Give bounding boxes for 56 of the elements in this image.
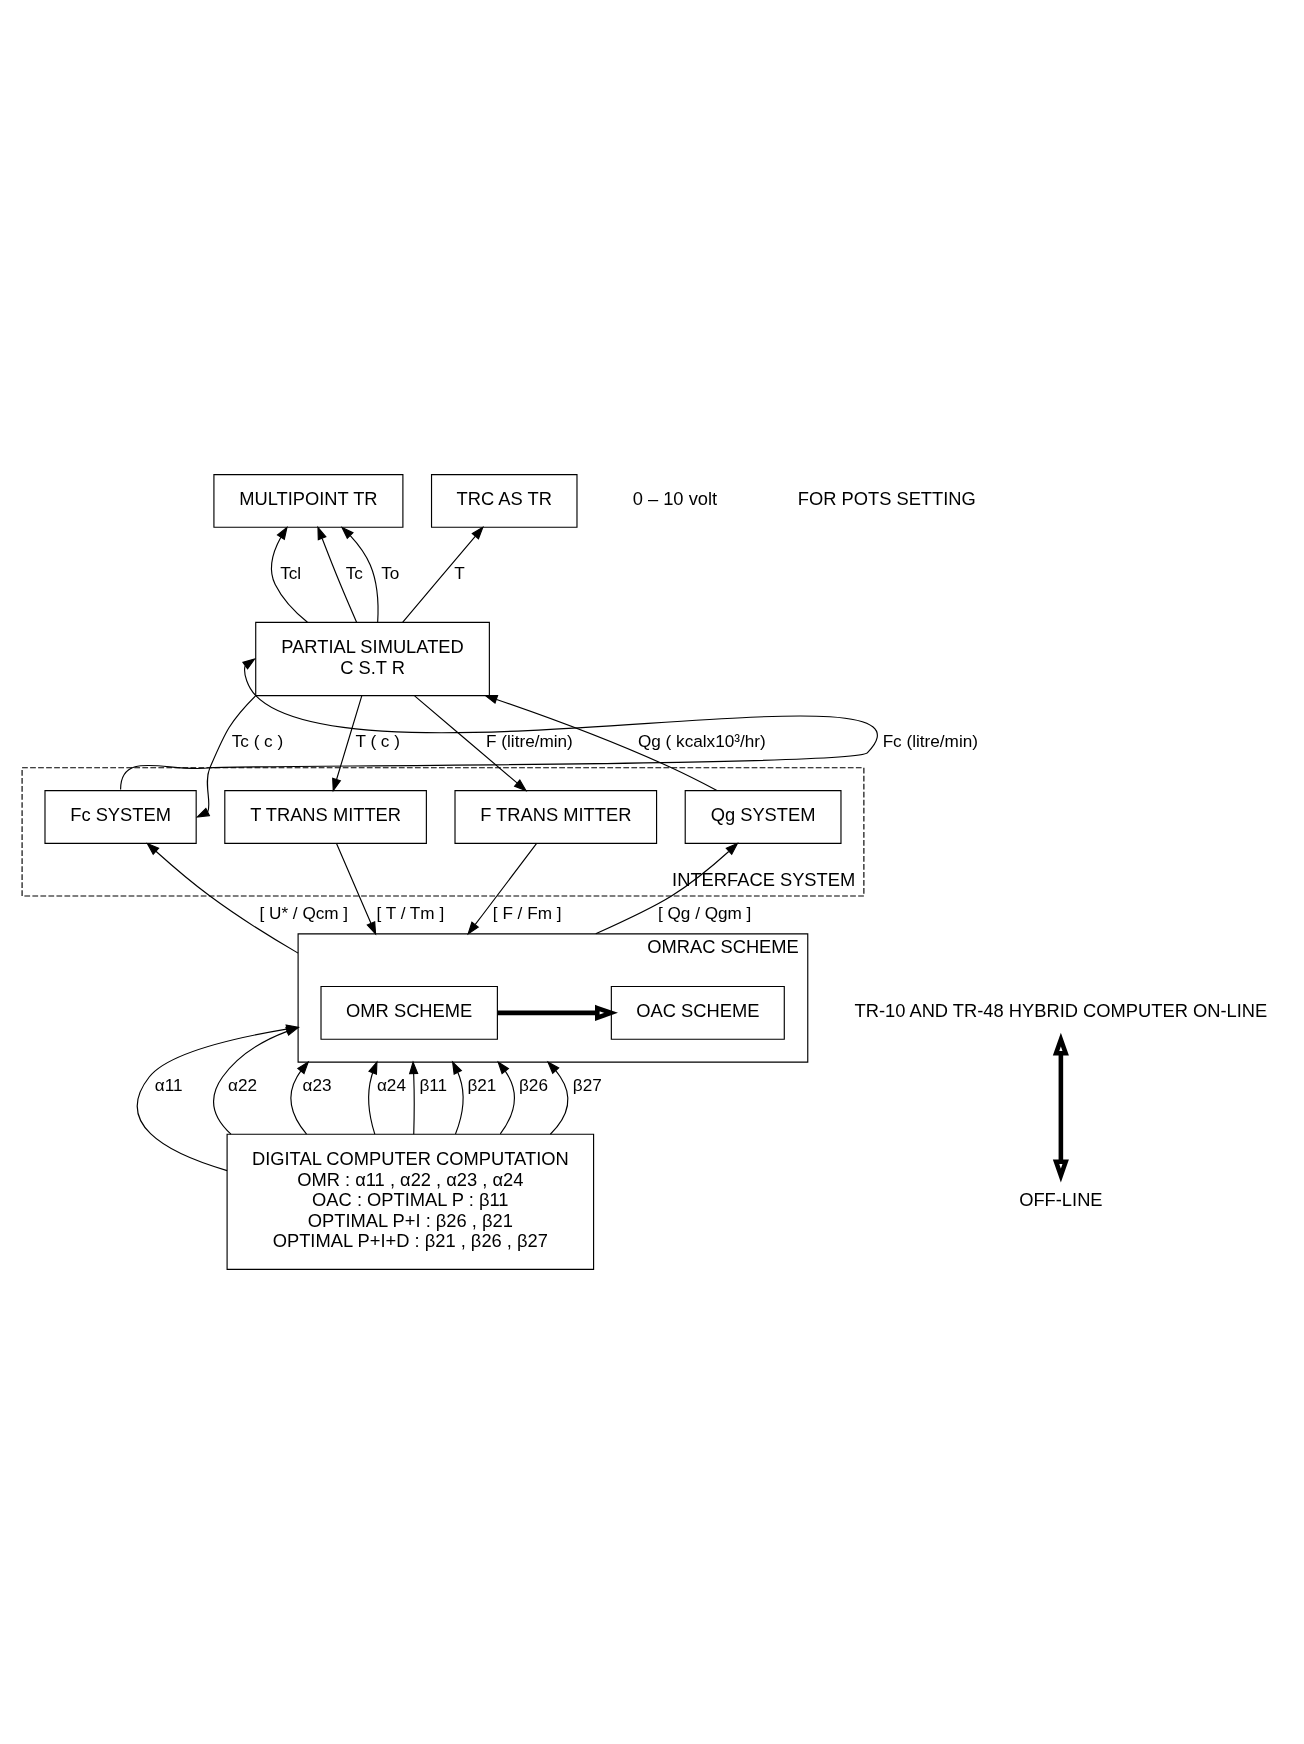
edge-label: T ( c ) xyxy=(355,731,400,752)
arrow xyxy=(332,695,363,793)
edge-label: [ Qg / Qgm ] xyxy=(657,902,752,923)
edge-label: α22 xyxy=(228,1074,258,1095)
node-text: TR-10 AND TR-48 HYBRID COMPUTER ON-LINE xyxy=(854,1000,1268,1022)
edge-label: β27 xyxy=(572,1074,602,1095)
edge-label: T xyxy=(454,562,465,583)
node-box: T TRANS MITTER xyxy=(224,790,427,844)
arrow xyxy=(195,695,257,818)
node-box: PARTIAL SIMULATED C S.T R xyxy=(255,621,490,697)
node-box: OMR SCHEME xyxy=(320,985,498,1040)
edge-label: F (litre/min) xyxy=(486,731,573,752)
label: FOR POTS SETTING xyxy=(797,488,976,510)
arrow xyxy=(595,842,739,935)
arrow xyxy=(340,526,379,623)
node-box: F TRANS MITTER xyxy=(454,790,658,844)
arrow xyxy=(546,1060,569,1135)
arrow xyxy=(335,842,377,936)
edge-label: Fc (litre/min) xyxy=(882,731,978,752)
edge-label: To xyxy=(381,562,400,583)
arrow xyxy=(451,1060,464,1135)
arrow xyxy=(1052,1032,1069,1183)
arrow xyxy=(483,694,718,792)
label: 0 – 10 volt xyxy=(632,488,718,510)
edge-label: β26 xyxy=(518,1074,548,1095)
edge-label: α24 xyxy=(376,1074,406,1095)
arrow xyxy=(402,526,484,623)
arrow xyxy=(408,1060,419,1135)
arrow xyxy=(270,525,309,623)
arrow xyxy=(146,842,299,954)
node-box: OAC SCHEME xyxy=(610,985,785,1040)
edge-label: Tc xyxy=(345,562,363,583)
arrow xyxy=(368,1060,378,1135)
node-box: Qg SYSTEM xyxy=(684,790,842,844)
edge-label: α11 xyxy=(154,1074,183,1095)
arrow xyxy=(497,1004,618,1021)
arrow xyxy=(467,842,538,936)
edge-label: Qg ( kcalx10³/hr) xyxy=(637,731,766,752)
edge-label: [ T / Tm ] xyxy=(376,902,445,923)
arrow xyxy=(317,525,358,623)
edge-label: [ U* / Qcm ] xyxy=(259,902,349,923)
node-box: MULTIPOINT TR xyxy=(213,474,404,528)
edge-label: α23 xyxy=(302,1074,332,1095)
node-box: Fc SYSTEM xyxy=(44,790,197,844)
edge-label: [ F / Fm ] xyxy=(492,902,562,923)
arrow xyxy=(120,657,878,791)
arrow xyxy=(497,1060,515,1135)
arrow xyxy=(290,1060,310,1135)
node-box: DIGITAL COMPUTER COMPUTATION OMR : α11 , α22 , α23 , α24 OAC : OPTIMAL P : β11 OPTIMAL P+I : β26 , β21 OPTIMAL P+I+D : β21 , β26 , β27 xyxy=(226,1133,595,1270)
node-box: TRC AS TR xyxy=(430,474,578,528)
edge-label: β11 xyxy=(419,1074,448,1095)
edge-label: Tcl xyxy=(280,562,302,583)
edge-label: Tc ( c ) xyxy=(231,731,284,752)
edge-label: β21 xyxy=(467,1074,497,1095)
arrow xyxy=(414,695,528,792)
node-text: OFF-LINE xyxy=(1019,1189,1103,1211)
